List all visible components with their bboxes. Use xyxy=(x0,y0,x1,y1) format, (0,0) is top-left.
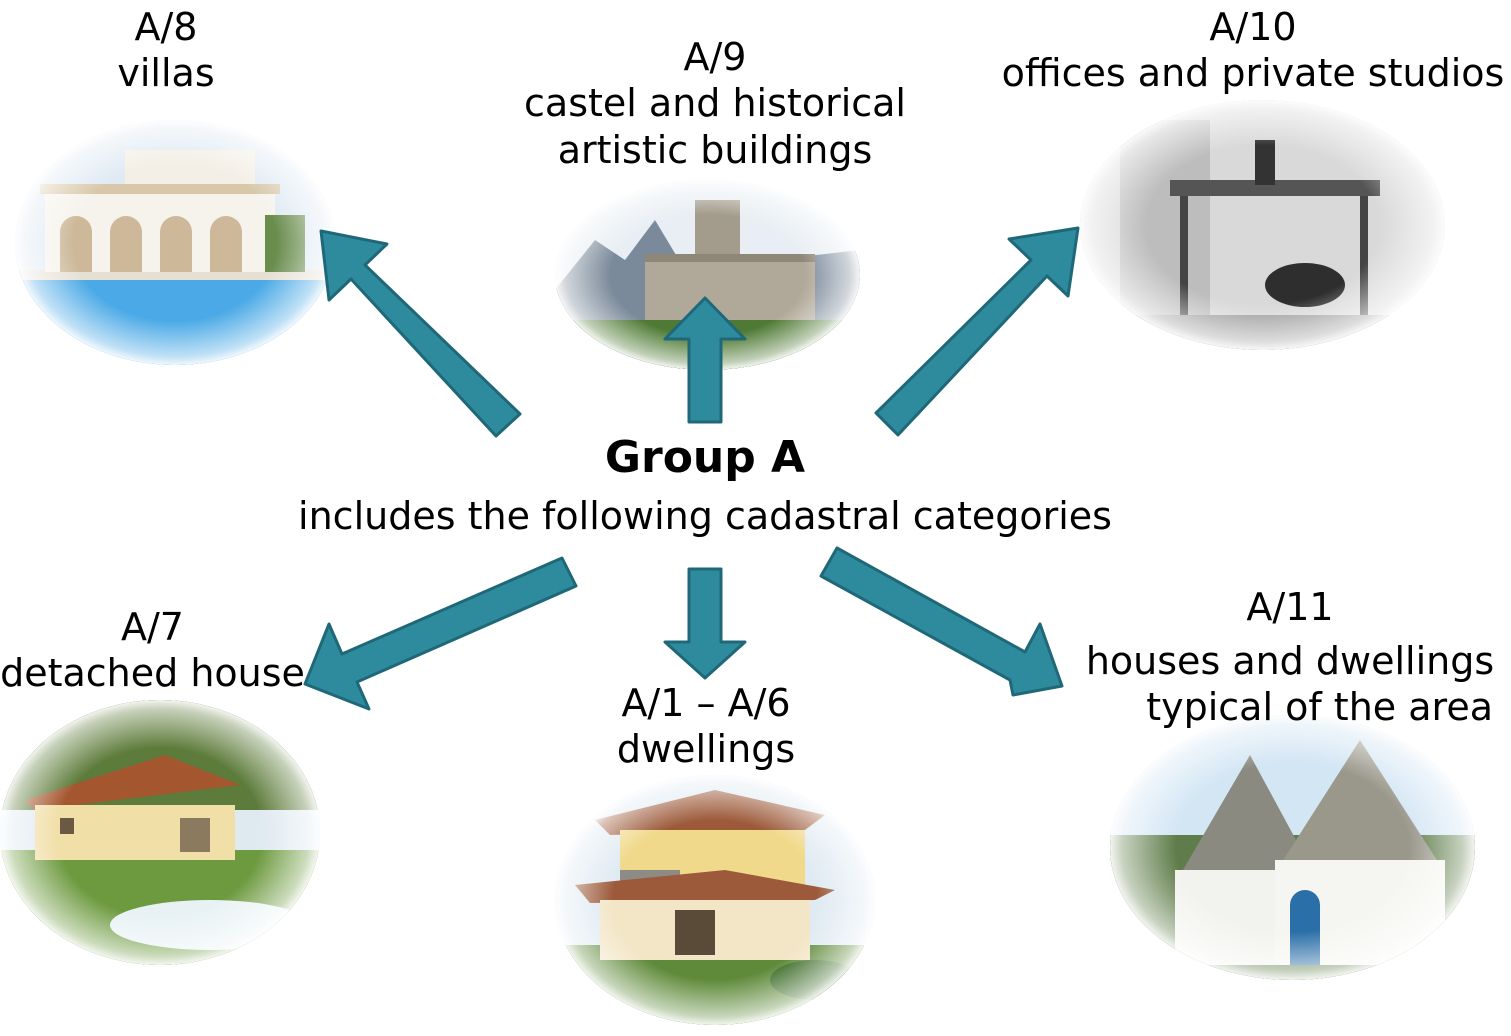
arrow-to-dwellings xyxy=(663,567,747,680)
label-detached-house: A/7 detached house xyxy=(0,604,305,697)
label-typical-houses: A/11 houses and dwellings typical of the… xyxy=(1075,577,1505,731)
arrow-to-typical-houses xyxy=(819,546,1064,697)
category-description: typical of the area xyxy=(1146,685,1493,730)
category-description: detached house xyxy=(0,651,305,696)
label-villas: A/8 villas xyxy=(66,4,266,97)
category-code: A/8 xyxy=(134,5,198,49)
category-description: houses and dwellings xyxy=(1085,638,1495,683)
arrow-to-offices xyxy=(874,226,1080,437)
category-description: villas xyxy=(117,51,215,96)
category-code: A/9 xyxy=(683,35,747,79)
group-title: Group A xyxy=(604,432,806,483)
arrow-to-castle xyxy=(663,296,747,424)
category-description: dwellings xyxy=(616,727,796,772)
category-code: A/7 xyxy=(121,605,184,649)
label-castle: A/9 castel and historical artistic build… xyxy=(495,34,935,173)
arrow-to-detached-house xyxy=(303,556,578,711)
group-subtitle: includes the following cadastral categor… xyxy=(298,494,1112,538)
label-offices: A/10 offices and private studios xyxy=(995,4,1511,97)
category-code: A/11 xyxy=(1246,585,1334,629)
arrow-to-villas xyxy=(319,229,522,438)
label-dwellings: A/1 – A/6 dwellings xyxy=(556,680,856,773)
category-code: A/10 xyxy=(1209,5,1297,49)
category-description: artistic buildings xyxy=(557,127,873,172)
category-description: offices and private studios xyxy=(1001,51,1505,96)
category-code: A/1 – A/6 xyxy=(621,681,791,725)
category-description: castel and historical xyxy=(524,81,906,126)
